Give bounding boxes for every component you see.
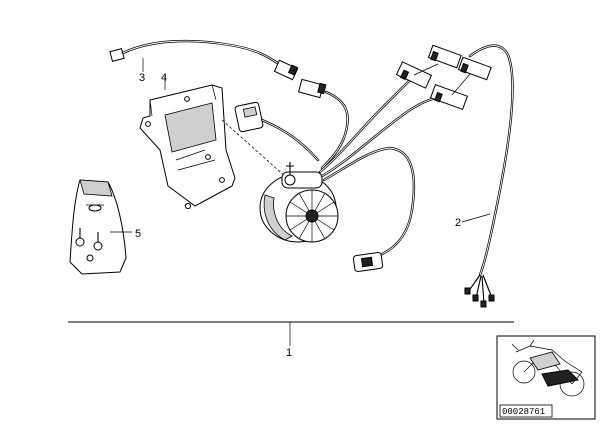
- multi-connector-group: [395, 44, 492, 111]
- callout-2: 2: [455, 217, 461, 229]
- thumbnail-code-box: [499, 404, 553, 418]
- horn-plug: [234, 101, 320, 162]
- motorcycle-icon: [511, 339, 585, 397]
- bottom-connector: [352, 252, 384, 272]
- holder-5: [69, 179, 127, 275]
- wire-harness-2: [464, 44, 514, 308]
- callout-1: 1: [286, 347, 292, 359]
- siren-grille: [286, 190, 338, 242]
- main-harness: [318, 76, 447, 257]
- thumbnail-code: 00028761: [502, 407, 545, 417]
- bracket-4: [139, 84, 236, 210]
- callout-4: 4: [161, 72, 167, 84]
- wire-harness-3: [109, 39, 299, 81]
- callout-3: 3: [139, 72, 145, 84]
- callout-leaders: [110, 58, 491, 346]
- center-connector: [297, 78, 349, 170]
- vehicle-thumbnail: 00028761: [496, 335, 596, 420]
- alarm-siren: [221, 119, 339, 243]
- callout-5: 5: [135, 228, 141, 240]
